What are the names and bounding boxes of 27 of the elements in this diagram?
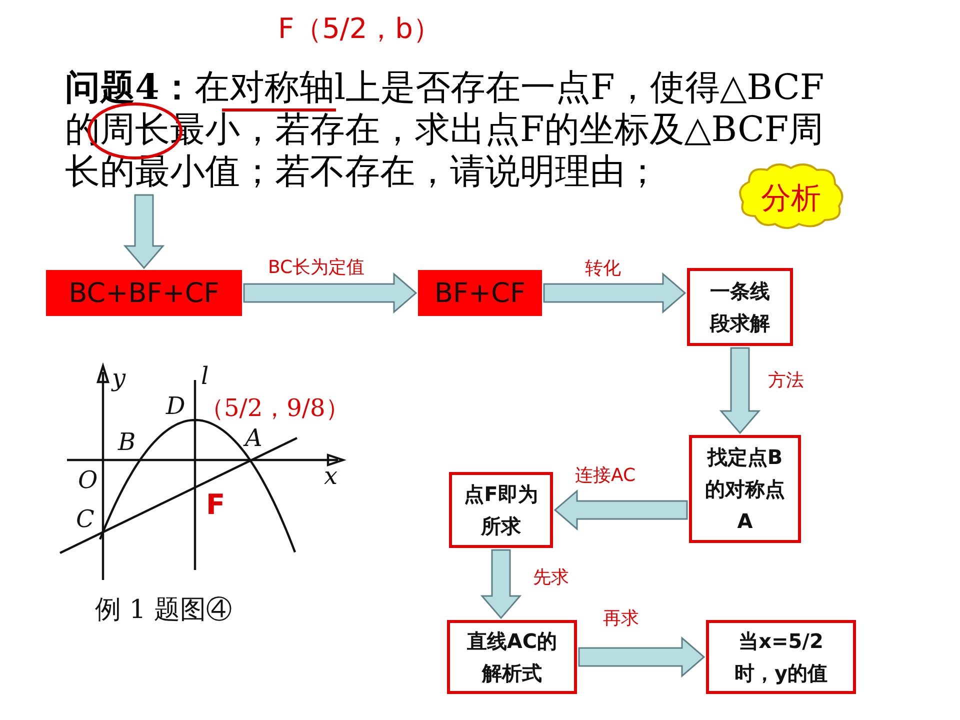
point-label: D — [166, 392, 186, 420]
point-label: C — [76, 505, 94, 533]
point-label: A — [245, 424, 262, 452]
block-arrow — [554, 489, 688, 531]
step-box: 当x=5/2时，y的值 — [706, 620, 856, 694]
step-box: 点F即为所求 — [449, 472, 553, 548]
coordinate-label: F（5/2，b） — [278, 11, 441, 47]
coordinate-label: （5/2，9/8） — [200, 393, 350, 424]
block-arrow — [123, 194, 165, 270]
axis-label: x — [324, 462, 338, 490]
step-box: 直线AC的解析式 — [447, 620, 577, 694]
point-label: O — [78, 466, 98, 494]
block-arrow — [243, 272, 418, 314]
edge-label: 转化 — [585, 256, 621, 280]
highlight-box: BF+CF — [418, 270, 542, 316]
block-arrow — [578, 636, 706, 678]
point-label: F — [206, 488, 226, 521]
block-arrow — [480, 549, 522, 620]
step-box: 一条线段求解 — [687, 268, 793, 346]
figure-caption: 例 1 题图④ — [95, 594, 232, 627]
axis-label: y — [112, 364, 126, 392]
block-arrow — [719, 347, 761, 434]
block-arrow — [543, 272, 686, 314]
axis-label: l — [201, 362, 209, 390]
point-label: B — [118, 428, 136, 456]
step-box: 找定点B的对称点A — [689, 435, 801, 543]
highlight-box: BC+BF+CF — [46, 270, 242, 316]
